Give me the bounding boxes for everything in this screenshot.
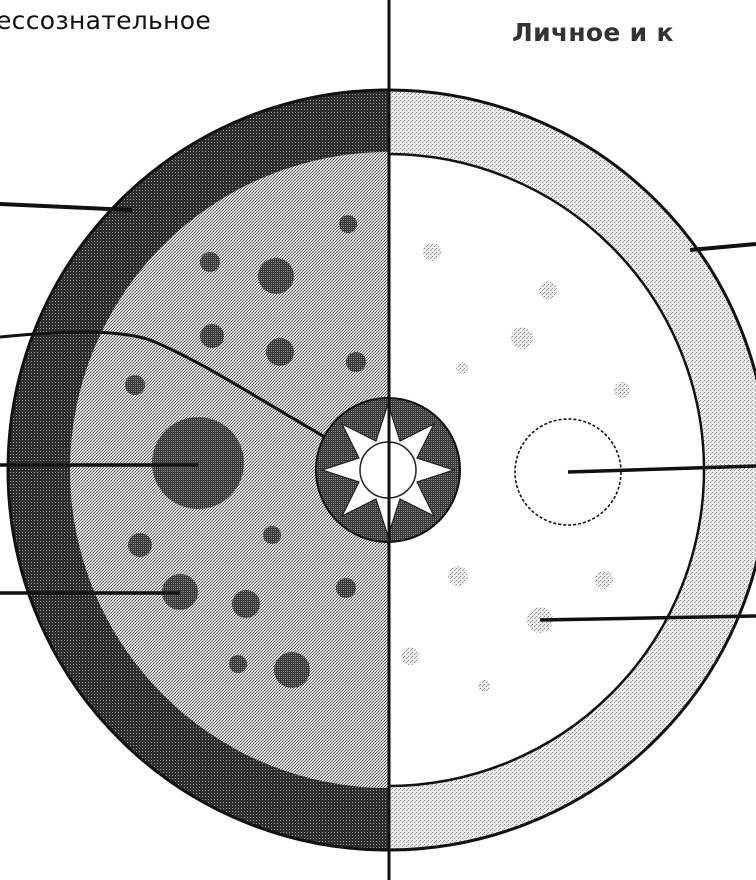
spot: [258, 258, 294, 294]
faint-spot: [614, 382, 630, 398]
spot: [200, 324, 224, 348]
spot: [263, 526, 281, 544]
spot: [200, 252, 220, 272]
faint-spot: [423, 243, 441, 261]
faint-spot: [401, 647, 419, 665]
faint-spot: [456, 362, 468, 374]
faint-spot: [595, 571, 613, 589]
spot: [336, 578, 356, 598]
pointer-line: [690, 244, 756, 250]
faint-spot: [448, 566, 468, 586]
spot-large: [152, 417, 244, 509]
faint-spot: [511, 327, 533, 349]
spot: [128, 533, 152, 557]
spot: [346, 352, 366, 372]
spot: [232, 590, 260, 618]
faint-spot: [478, 680, 490, 692]
spot: [229, 655, 247, 673]
spot: [339, 215, 357, 233]
spot: [266, 338, 294, 366]
faint-spot: [539, 281, 557, 299]
spot: [274, 652, 310, 688]
spot: [125, 375, 145, 395]
